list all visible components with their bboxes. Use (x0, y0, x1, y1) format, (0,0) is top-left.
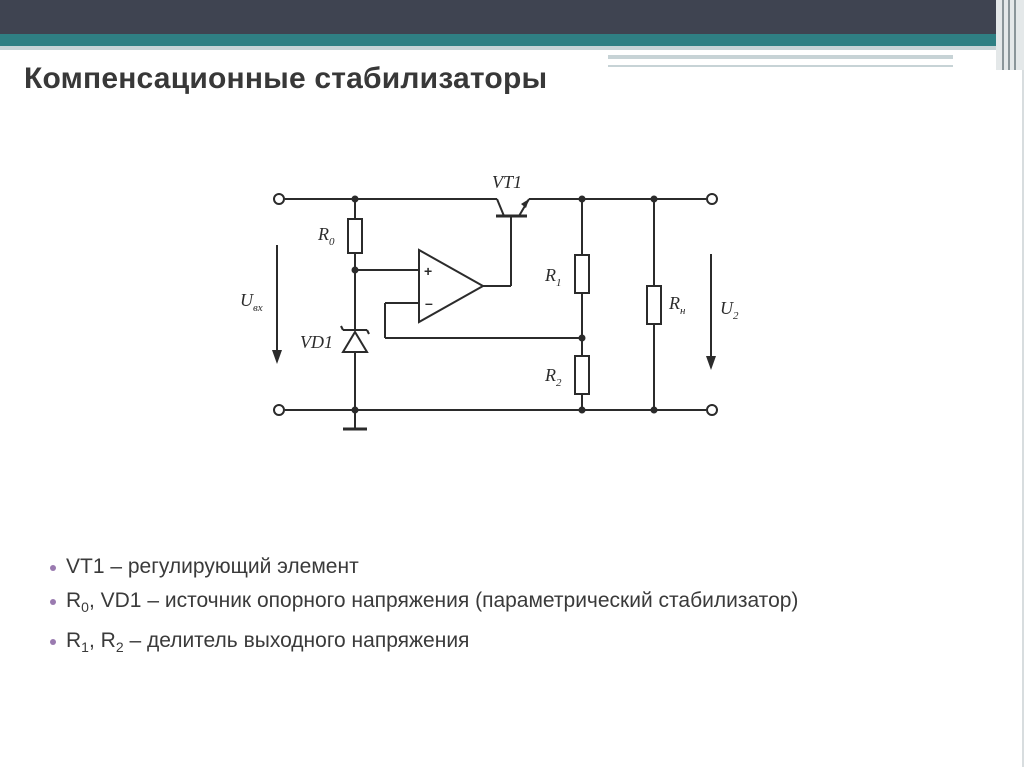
header-accent-line (608, 55, 953, 59)
vd1-label: VD1 (300, 332, 333, 352)
vt1-label: VT1 (492, 172, 522, 192)
svg-text:U2: U2 (720, 298, 739, 322)
zener-diode (341, 330, 369, 353)
slide-right-border (1022, 70, 1024, 767)
bullet-item: VT1 – регулирующий элемент (50, 550, 798, 584)
svg-text:Rн: Rн (668, 293, 686, 317)
opamp-minus: – (425, 295, 433, 311)
page-title: Компенсационные стабилизаторы (24, 62, 548, 95)
r2-resistor (574, 355, 590, 395)
svg-text:Uвх: Uвх (240, 290, 263, 314)
bullet-dot (50, 565, 56, 571)
input-terminal-bottom (273, 404, 285, 416)
header-accent-line-2 (608, 65, 953, 67)
r1-resistor (574, 254, 590, 294)
input-terminal-top (273, 193, 285, 205)
bullet-item: R1, R2 – делитель выходного напряжения (50, 624, 798, 664)
bullet-list: VT1 – регулирующий элемент R0, VD1 – ист… (50, 550, 798, 664)
opamp-plus: + (424, 263, 432, 279)
corner-decoration (996, 0, 1024, 70)
r0-resistor (347, 218, 363, 254)
header-teal-band (0, 34, 1024, 46)
bullet-item: R0, VD1 – источник опорного напряжения (… (50, 584, 798, 624)
bullet-dot (50, 599, 56, 605)
svg-text:R1: R1 (544, 265, 562, 289)
rn-resistor (646, 285, 662, 325)
header-thin-band (0, 46, 1024, 50)
svg-text:R0: R0 (317, 224, 335, 248)
op-amp (418, 248, 486, 324)
header-dark-band (0, 0, 1024, 34)
svg-text:R2: R2 (544, 365, 562, 389)
output-terminal-bottom (706, 404, 718, 416)
bullet-dot (50, 639, 56, 646)
output-terminal-top (706, 193, 718, 205)
